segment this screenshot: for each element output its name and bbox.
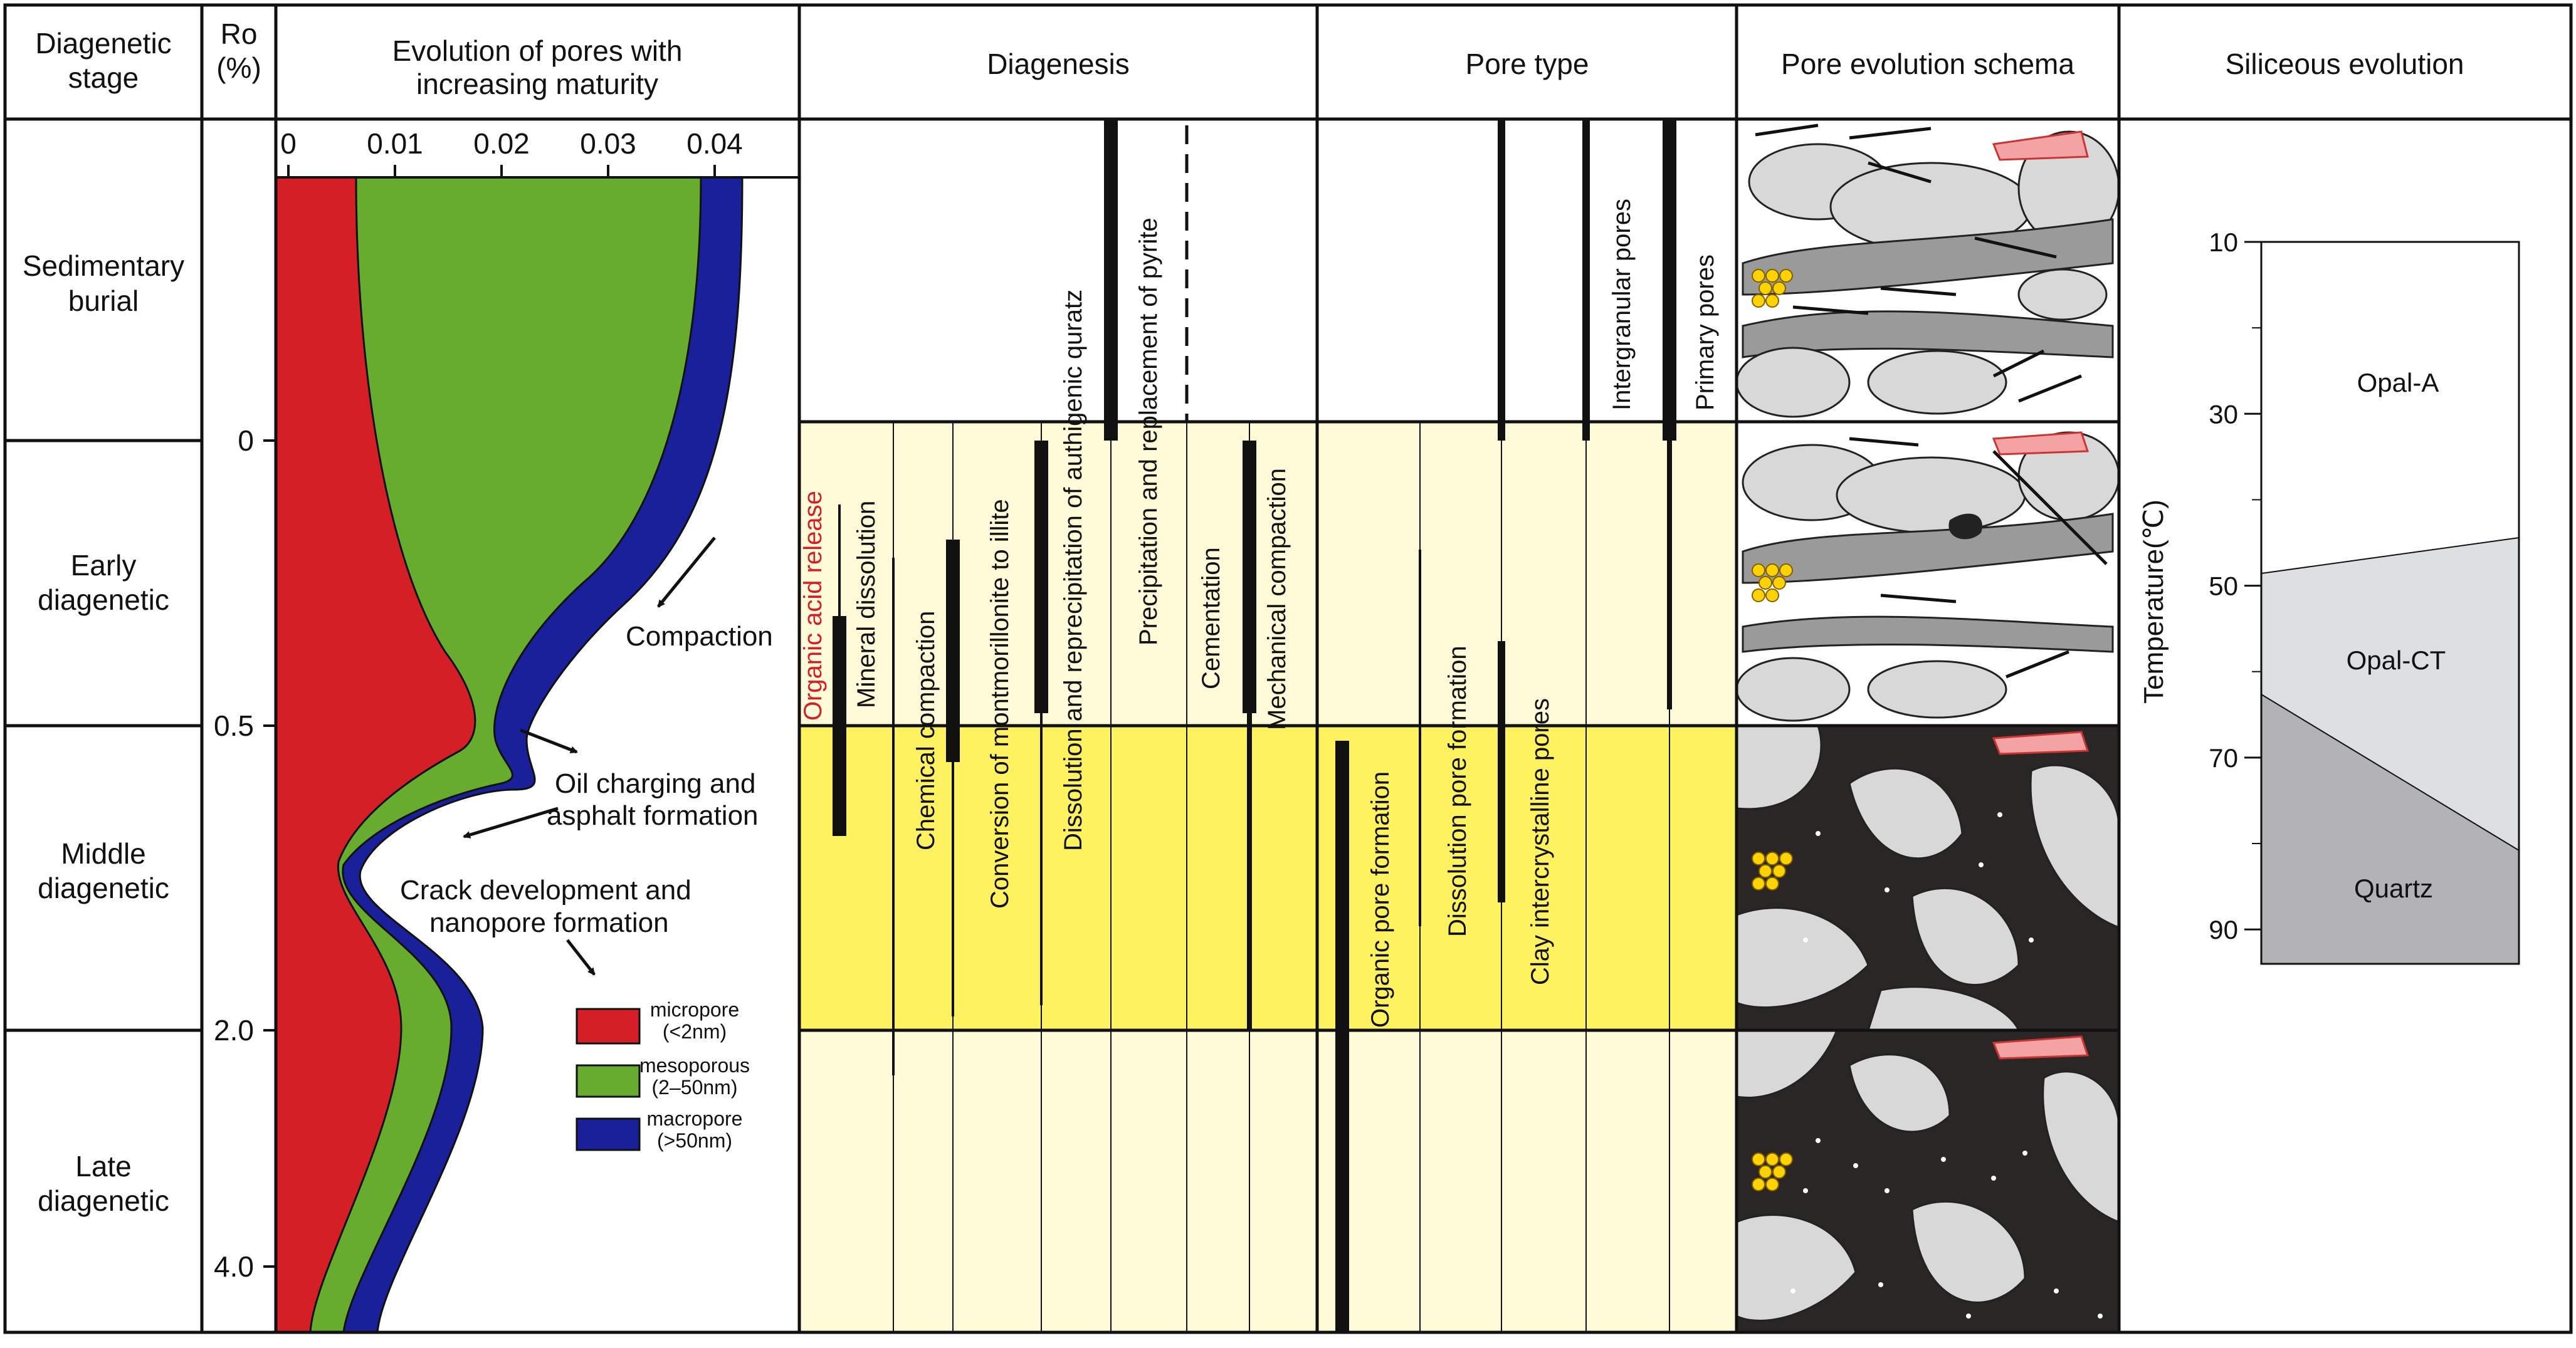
stage-late-2: diagenetic — [38, 1184, 169, 1217]
pore-label-clay-intercrystalline: Clay intercrystalline pores — [1527, 698, 1554, 985]
stage-middle-2: diagenetic — [38, 872, 169, 904]
process-label-mechanical-compaction: Mechanical compaction — [1263, 468, 1291, 730]
siliceous-tick-label: 90 — [2209, 915, 2238, 944]
pore-label-organic: Organic pore formation — [1367, 771, 1394, 1028]
stage-sedimentary-2: burial — [68, 285, 139, 317]
header-pore-type: Pore type — [1466, 48, 1589, 80]
crack-label-2: nanopore formation — [429, 907, 669, 938]
siliceous-phase-quartz: Quartz — [2354, 874, 2433, 903]
header-schema: Pore evolution schema — [1781, 48, 2074, 80]
compaction-label: Compaction — [626, 621, 773, 652]
stage-sedimentary-1: Sedimentary — [23, 249, 184, 282]
stage-late-1: Late — [75, 1150, 132, 1183]
siliceous-chart — [2260, 241, 2520, 965]
schema-panel-4 — [1735, 1029, 2120, 1332]
pore-axis-tick-label: 0.01 — [367, 127, 423, 160]
legend-sub-micropore: (<2nm) — [663, 1020, 727, 1043]
legend-swatch-mesoporous — [576, 1064, 641, 1098]
header-diagenesis: Diagenesis — [987, 48, 1130, 80]
siliceous-y-ticks: 10 30 50 70 90 — [2209, 227, 2261, 944]
ro-tick-label: 2.0 — [214, 1014, 254, 1047]
siliceous-phase-opal-a: Opal-A — [2357, 368, 2439, 397]
oil-label-2: asphalt formation — [547, 800, 759, 831]
schema-panel-3 — [1735, 724, 2120, 1032]
process-label-pyrite: Precipitation and replacement of pyrite — [1135, 217, 1162, 645]
process-label-mineral-dissolution: Mineral dissolution — [853, 501, 880, 708]
pore-evolution-chart — [276, 177, 744, 1333]
pore-axis: 0 0.01 0.02 0.03 0.04 — [276, 127, 799, 179]
legend-sub-macropore: (>50nm) — [657, 1129, 732, 1152]
process-label-montmorillonite-illite: Conversion of montmorillonite to illite — [986, 499, 1014, 909]
micropore-area — [276, 177, 475, 1332]
crack-arrow-2 — [566, 939, 596, 976]
middle-diagenetic-band — [799, 726, 1737, 1030]
stage-early-1: Early — [71, 549, 137, 582]
legend-label-mesoporous: mesoporous — [639, 1054, 750, 1077]
ro-tick-label: 0.5 — [214, 709, 254, 742]
ro-axis: 0 0.5 2.0 4.0 — [214, 424, 276, 1283]
siliceous-tick-label: 10 — [2209, 227, 2238, 257]
column-dividers — [893, 422, 1670, 1332]
header-stage-2: stage — [68, 61, 139, 94]
crack-label-1: Crack development and — [400, 875, 691, 906]
header-ro-2: (%) — [216, 51, 261, 84]
siliceous-tick-label: 30 — [2209, 399, 2238, 429]
siliceous-phase-opal-ct: Opal-CT — [2347, 645, 2446, 675]
oil-charging-arrow — [520, 728, 578, 754]
ro-tick-label: 0 — [238, 424, 254, 457]
legend: micropore (<2nm) mesoporous (2–50nm) mac… — [576, 998, 750, 1152]
pore-label-primary: Primary pores — [1691, 254, 1719, 410]
table-frame — [3, 3, 2573, 1334]
stage-middle-1: Middle — [61, 837, 146, 870]
process-label-chemical-compaction: Chemical compaction — [912, 611, 940, 850]
schema-panel-2 — [1735, 431, 2120, 722]
header-evolution-1: Evolution of pores with — [392, 34, 683, 67]
stage-early-2: diagenetic — [38, 583, 169, 616]
pore-axis-tick-label: 0.03 — [580, 127, 636, 160]
legend-swatch-micropore — [576, 1008, 641, 1045]
pore-axis-tick-label: 0 — [280, 127, 297, 160]
process-label-authigenic-quartz: Dissolution and reprecipitation of authi… — [1059, 290, 1087, 851]
legend-label-micropore: micropore — [650, 998, 739, 1021]
header-evolution-2: increasing maturity — [416, 68, 658, 100]
header-stage-1: Diagenetic — [35, 27, 171, 60]
siliceous-y-label: Temperature(℃) — [2138, 499, 2169, 704]
header-ro-1: Ro — [221, 18, 258, 50]
schema-panel-1 — [1735, 119, 2120, 422]
process-label-organic-acid-release: Organic acid release — [799, 491, 827, 721]
siliceous-tick-label: 70 — [2209, 743, 2238, 773]
crack-arrow-1 — [463, 807, 559, 839]
legend-swatch-macropore — [576, 1117, 641, 1151]
pore-label-intergranular: Intergranular pores — [1608, 199, 1636, 410]
legend-label-macropore: macropore — [647, 1107, 743, 1130]
oil-label-1: Oil charging and — [555, 768, 755, 799]
siliceous-tick-label: 50 — [2209, 572, 2238, 601]
process-label-cementation: Cementation — [1197, 547, 1225, 689]
legend-sub-mesoporous: (2–50nm) — [652, 1076, 738, 1099]
pore-axis-tick-label: 0.04 — [686, 127, 743, 160]
header-siliceous: Siliceous evolution — [2225, 48, 2464, 80]
pore-label-dissolution: Dissolution pore formation — [1444, 645, 1471, 937]
pore-axis-tick-label: 0.02 — [473, 127, 530, 160]
compaction-arrow — [657, 536, 716, 608]
ro-tick-label: 4.0 — [214, 1250, 254, 1283]
late-diagenetic-band — [799, 1030, 1737, 1332]
